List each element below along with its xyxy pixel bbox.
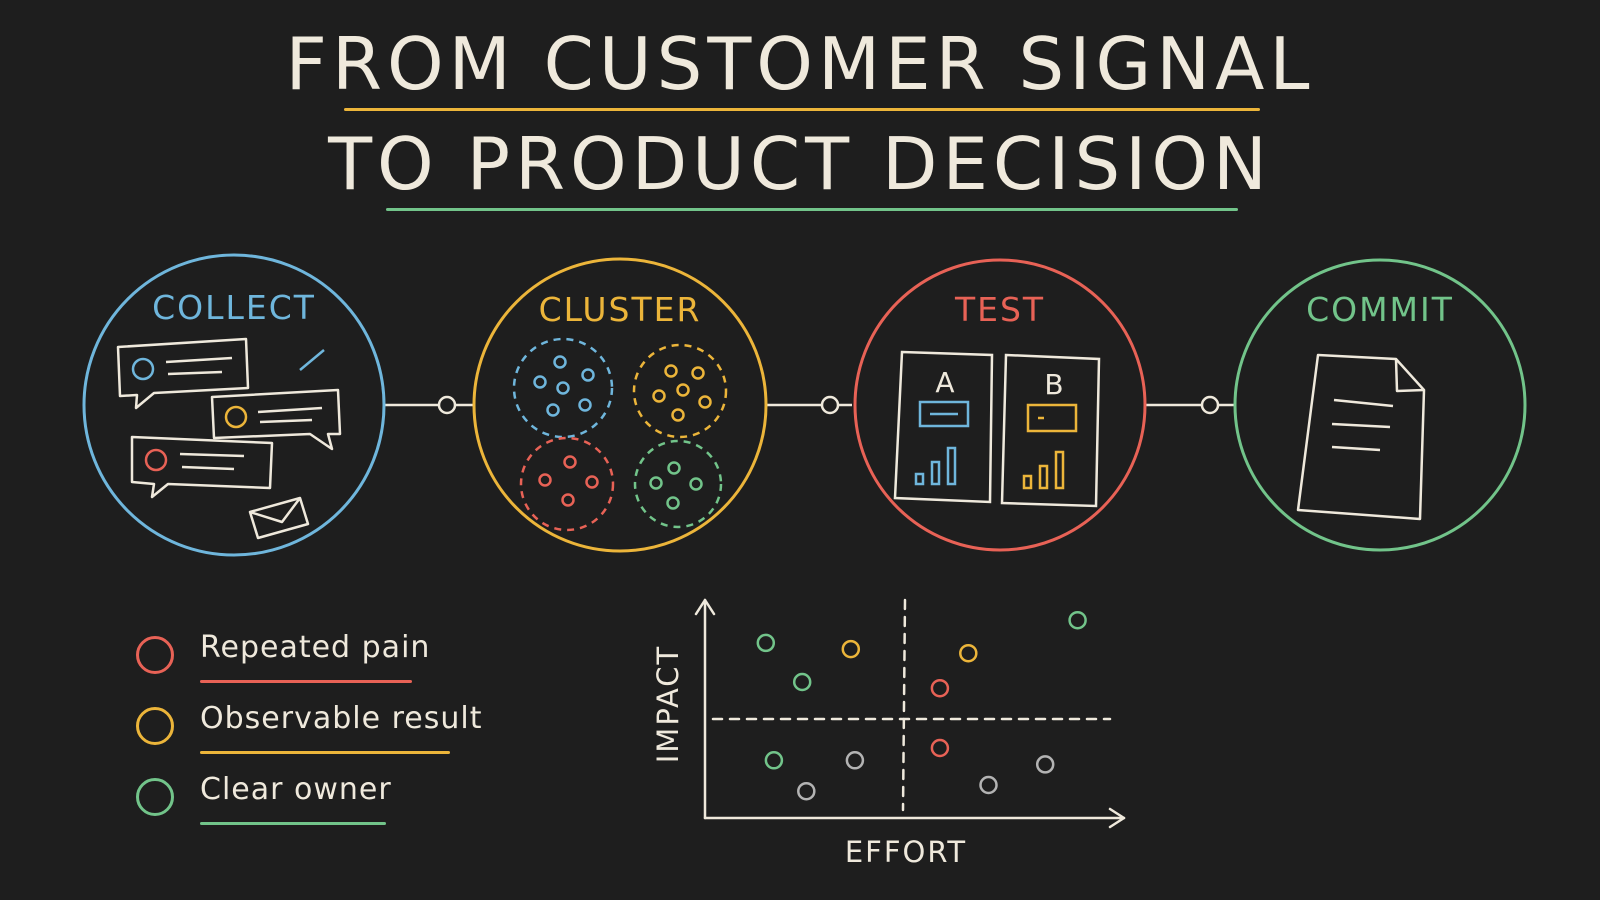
- matrix-point: [930, 738, 950, 758]
- stage-commit: COMMIT: [1233, 258, 1527, 552]
- matrix-point: [959, 643, 978, 663]
- connector-cluster-test: [766, 395, 852, 415]
- document-icon: [1296, 353, 1426, 521]
- impact-effort-matrix: IMPACT EFFORT: [651, 598, 1126, 869]
- connector-test-commit: [1144, 395, 1236, 415]
- matrix-xlabel: EFFORT: [845, 835, 967, 869]
- legend-circle-icon: [136, 636, 174, 674]
- legend-label: Repeated pain: [200, 630, 431, 665]
- legend-label: Clear owner: [200, 772, 392, 807]
- matrix-point: [845, 751, 865, 770]
- matrix-point: [764, 751, 784, 770]
- stage-label-test: TEST: [954, 290, 1045, 329]
- y-axis-arrow-icon: [694, 598, 716, 616]
- effort-divider: [901, 598, 907, 812]
- legend-circle-icon: [136, 778, 174, 816]
- stage-label-cluster: CLUSTER: [539, 290, 702, 329]
- title-underline-yellow: [344, 108, 1260, 111]
- matrix-point: [979, 775, 998, 795]
- title-underline-green: [386, 208, 1238, 211]
- ab-test-icon: A B: [893, 350, 1101, 508]
- title-line-1: FROM CUSTOMER SIGNAL: [285, 22, 1315, 106]
- legend-underline: [200, 751, 450, 754]
- variant-label-a: A: [935, 366, 954, 399]
- chat-bubbles-icon: [116, 337, 342, 540]
- matrix-point: [756, 633, 776, 653]
- matrix-point: [1035, 755, 1055, 774]
- matrix-points: [756, 610, 1087, 801]
- matrix-point: [797, 781, 816, 801]
- matrix-point: [841, 639, 861, 659]
- legend-underline: [200, 822, 386, 825]
- stage-cluster: CLUSTER: [472, 257, 768, 553]
- variant-label-b: B: [1044, 368, 1063, 401]
- stage-collect: COLLECT: [82, 253, 386, 557]
- title-line-2: TO PRODUCT DECISION: [328, 122, 1272, 206]
- matrix-point: [792, 672, 812, 692]
- legend-underline: [200, 680, 412, 683]
- x-axis-arrow-icon: [1108, 807, 1126, 829]
- legend-circle-icon: [136, 707, 174, 745]
- connector-collect-cluster: [385, 395, 474, 415]
- matrix-point: [1068, 610, 1087, 630]
- stage-label-collect: COLLECT: [152, 288, 316, 327]
- legend-label: Observable result: [200, 701, 483, 736]
- matrix-ylabel: IMPACT: [651, 645, 685, 764]
- matrix-point: [930, 678, 950, 698]
- stage-test: TEST A B: [853, 258, 1147, 552]
- stage-label-commit: COMMIT: [1306, 290, 1454, 329]
- dot-clusters-icon: [512, 337, 728, 532]
